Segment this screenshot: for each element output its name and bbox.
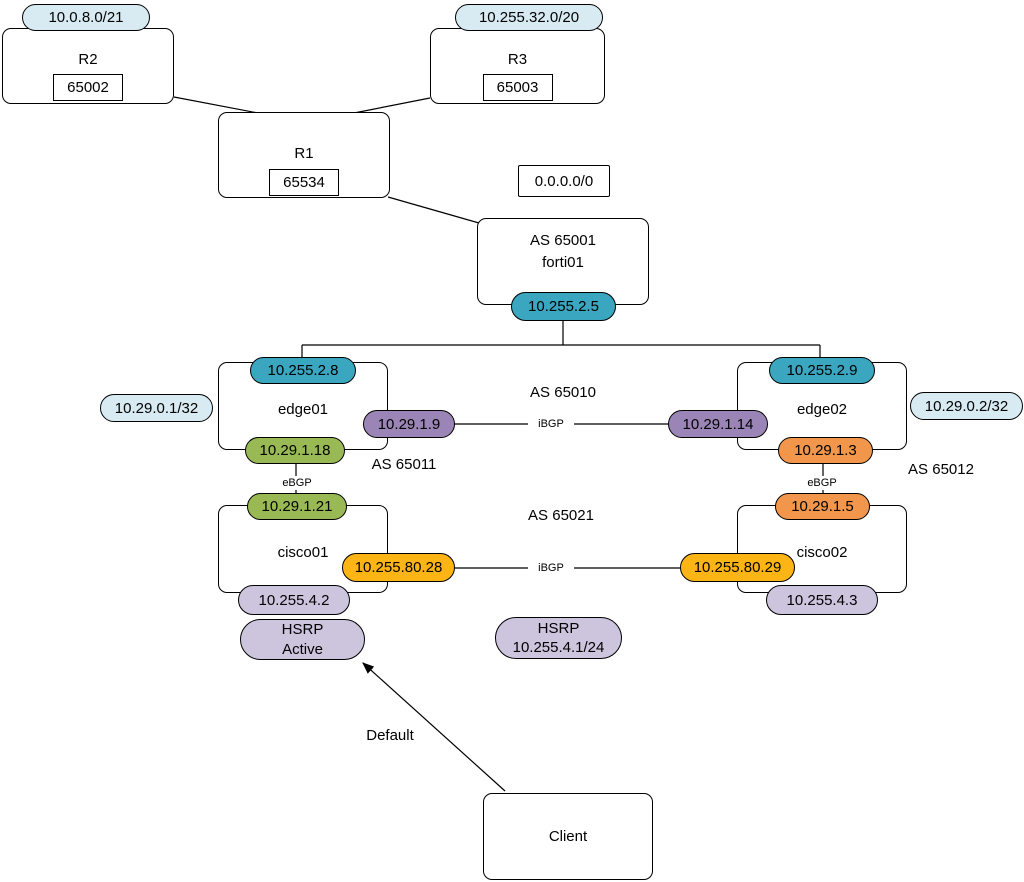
- default-route-box: 0.0.0.0/0: [518, 165, 610, 197]
- r3-router-box: R3 65003: [430, 28, 605, 104]
- cisco01-ibgp-ip-pill: 10.255.80.28: [342, 553, 455, 582]
- hsrp-vip-line2: 10.255.4.1/24: [512, 639, 605, 656]
- edge01-uplink-ip-pill: 10.255.2.8: [250, 357, 356, 384]
- r1-router-box: R1 65534: [218, 112, 390, 198]
- edge01-downlink-ip-pill: 10.29.1.18: [245, 437, 345, 464]
- as-65012-label: AS 65012: [908, 461, 974, 478]
- edge02-downlink-ip-pill: 10.29.1.3: [778, 437, 873, 464]
- ebgp-left-label: eBGP: [274, 476, 320, 490]
- hsrp-active-line1: HSRP: [281, 621, 324, 639]
- link-r3-r1: [353, 97, 431, 114]
- hsrp-vip-pill: HSRP 10.255.4.1/24: [495, 617, 622, 659]
- as-65010-label: AS 65010: [530, 384, 596, 401]
- as-65011-label: AS 65011: [371, 456, 437, 473]
- client-box: Client: [483, 793, 653, 880]
- default-route-label: Default: [366, 727, 414, 744]
- edge01-loopback-pill: 10.29.0.1/32: [100, 394, 213, 422]
- edge01-ibgp-ip-pill: 10.29.1.9: [363, 410, 455, 438]
- link-r2-r1: [173, 96, 259, 114]
- cisco01-lan-ip-pill: 10.255.4.2: [238, 585, 350, 615]
- cisco02-lan-ip-pill: 10.255.4.3: [766, 585, 878, 615]
- r2-asn-box: 65002: [53, 74, 123, 101]
- forti01-name-label: forti01: [542, 254, 584, 271]
- cisco02-uplink-ip-pill: 10.29.1.5: [775, 493, 870, 520]
- default-route-arrow: [362, 662, 506, 792]
- r2-network-pill: 10.0.8.0/21: [22, 4, 150, 31]
- forti01-ip-pill: 10.255.2.5: [511, 292, 616, 321]
- client-name-label: Client: [548, 828, 588, 845]
- as-65021-label: AS 65021: [528, 507, 594, 524]
- forti01-box: AS 65001 forti01: [477, 218, 649, 305]
- edge01-name-label: edge01: [277, 401, 329, 418]
- r3-asn-box: 65003: [482, 74, 553, 101]
- cisco02-ibgp-ip-pill: 10.255.80.29: [680, 553, 795, 582]
- link-r1-forti01: [387, 196, 480, 224]
- edge02-name-label: edge02: [796, 401, 848, 418]
- r2-router-box: R2 65002: [2, 28, 174, 104]
- r3-network-pill: 10.255.32.0/20: [455, 4, 603, 31]
- r1-asn-box: 65534: [269, 169, 339, 196]
- ibgp-edges-label: iBGP: [528, 417, 574, 431]
- r2-name-label: R2: [78, 51, 98, 68]
- hsrp-active-pill: HSRP Active: [240, 619, 365, 660]
- r3-name-label: R3: [507, 51, 528, 68]
- hsrp-active-line2: Active: [282, 640, 323, 658]
- hsrp-vip-line1: HSRP: [537, 619, 580, 637]
- r1-name-label: R1: [294, 145, 314, 162]
- cisco01-name-label: cisco01: [277, 544, 329, 561]
- ebgp-right-label: eBGP: [799, 476, 845, 490]
- cisco01-uplink-ip-pill: 10.29.1.21: [247, 493, 347, 520]
- edge02-loopback-pill: 10.29.0.2/32: [910, 392, 1023, 420]
- edge02-uplink-ip-pill: 10.255.2.9: [769, 357, 875, 384]
- forti01-as-label: AS 65001: [530, 232, 596, 249]
- edge02-ibgp-ip-pill: 10.29.1.14: [668, 410, 768, 438]
- cisco02-name-label: cisco02: [796, 544, 848, 561]
- ibgp-ciscos-label: iBGP: [528, 561, 574, 575]
